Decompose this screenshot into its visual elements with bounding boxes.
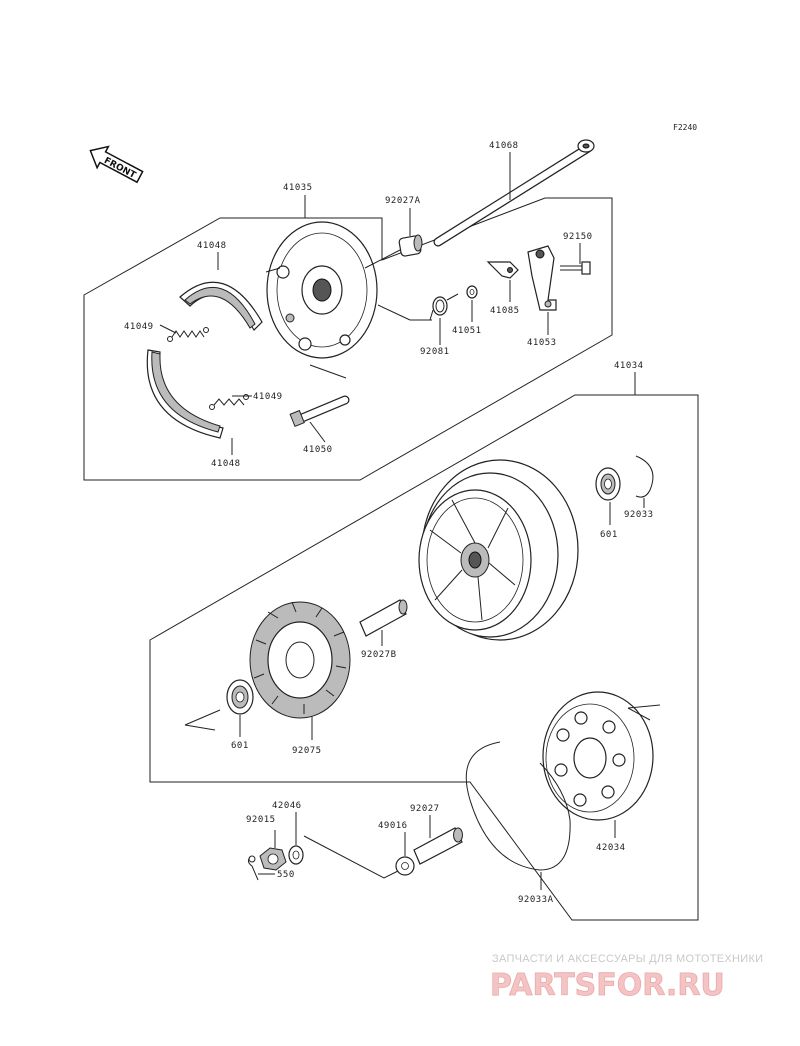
- diagram-code: F2240: [673, 123, 697, 132]
- bearing-601-right: [595, 467, 621, 501]
- part-label-92027: 92027: [410, 804, 440, 814]
- wheel-group-outline: [149, 394, 699, 921]
- part-label-42034: 42034: [596, 843, 626, 853]
- part-label-42046: 42046: [272, 801, 302, 811]
- damper-92075: [249, 601, 351, 719]
- part-label-92033: 92033: [624, 510, 654, 520]
- part-label-41068: 41068: [489, 141, 519, 151]
- part-label-92081: 92081: [420, 347, 450, 357]
- part-label-601-left: 601: [231, 741, 249, 751]
- collar-92027B: [359, 599, 408, 637]
- rear-wheel: [418, 459, 579, 641]
- part-label-550: 550: [277, 870, 295, 880]
- part-label-41048-bottom: 41048: [211, 459, 241, 469]
- front-arrow-icon: FRONT: [89, 145, 144, 184]
- part-label-41048-top: 41048: [197, 241, 227, 251]
- watermark-tagline: ЗАПЧАСТИ И АКСЕССУАРЫ ДЛЯ МОТОТЕХНИКИ: [492, 953, 763, 965]
- part-label-92033A: 92033A: [518, 895, 554, 905]
- collar-92027A: [398, 234, 423, 257]
- spring-92081: [429, 293, 459, 321]
- part-label-92075: 92075: [292, 746, 322, 756]
- spring-41049-left: [167, 327, 209, 342]
- bolt-92150: [560, 261, 591, 275]
- indicator-41085: [486, 261, 519, 279]
- part-label-601-right: 601: [600, 530, 618, 540]
- cam-lever-41053: [527, 245, 557, 311]
- sprocket-hub-42034: [542, 691, 654, 821]
- part-label-49016: 49016: [378, 821, 408, 831]
- brake-shoe-41048-bottom: [146, 349, 224, 439]
- circlip-92033A: [465, 741, 571, 871]
- bearing-601-left: [226, 679, 254, 715]
- part-label-92015: 92015: [246, 815, 276, 825]
- part-label-41053: 41053: [527, 338, 557, 348]
- part-label-92027B: 92027B: [361, 650, 397, 660]
- collar-92027: [413, 827, 463, 865]
- axle-nut-92015: [259, 847, 287, 871]
- brake-cam-41050: [289, 395, 350, 428]
- brake-group-outline: [83, 197, 613, 481]
- circlip-92033: [635, 455, 654, 498]
- brake-shoe-41048-top: [179, 281, 263, 331]
- axle-41068: [433, 139, 595, 247]
- watermark-logo: PARTSFOR.RU: [490, 968, 725, 1003]
- part-label-41050: 41050: [303, 445, 333, 455]
- part-label-41049-left: 41049: [124, 322, 154, 332]
- washer-41051: [466, 285, 478, 299]
- part-label-92027A: 92027A: [385, 196, 421, 206]
- part-label-41051: 41051: [452, 326, 482, 336]
- part-label-41049-right: 41049: [253, 392, 283, 402]
- part-label-92150: 92150: [563, 232, 593, 242]
- part-label-41034: 41034: [614, 361, 644, 371]
- brake-panel-41035: [265, 221, 378, 359]
- part-label-41085: 41085: [490, 306, 520, 316]
- washer-49016: [395, 856, 415, 876]
- spring-41049-right: [209, 394, 249, 410]
- cotter-pin-550: [247, 855, 259, 881]
- part-label-41035: 41035: [283, 183, 313, 193]
- washer-42046: [288, 845, 304, 865]
